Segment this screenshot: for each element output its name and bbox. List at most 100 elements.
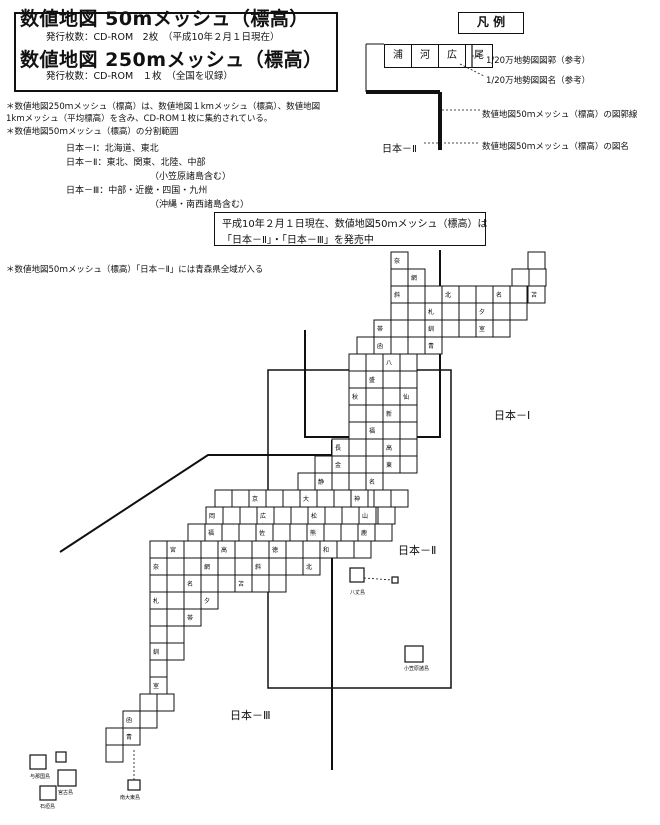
map-sheet <box>527 285 546 304</box>
map-sheet <box>365 353 384 372</box>
availability-line1: 平成10年２月１日現在、数値地図50ｍメッシュ（標高）は <box>222 219 488 230</box>
map-sheet <box>302 540 321 559</box>
legend-cell: 浦 <box>384 44 412 68</box>
island-label-miyako: 宮古島 <box>58 789 73 796</box>
map-sheet <box>348 370 367 389</box>
map-sheet <box>217 574 236 593</box>
title-50m: 数値地図 50mメッシュ（標高） <box>20 8 309 30</box>
map-sheet <box>365 438 384 457</box>
division-2-area: ：東北、関東、北陸、中部 <box>97 158 206 168</box>
sheet-name-label: 佐 <box>259 529 265 537</box>
availability-line2: 「日本－Ⅱ」・「日本－Ⅲ」を発売中 <box>222 235 374 246</box>
legend-cell: 尾 <box>465 44 493 68</box>
map-sheet <box>316 489 335 508</box>
map-sheet <box>365 455 384 474</box>
division-2: 日本－Ⅱ：東北、関東、北陸、中部 <box>66 155 205 168</box>
sheet-name-label: 釧 <box>153 648 159 656</box>
map-sheet <box>200 574 219 593</box>
island-label-ishigaki: 石垣島 <box>40 803 55 810</box>
sheet-grid <box>105 251 547 763</box>
division-3-name: 日本－Ⅲ <box>66 186 100 196</box>
map-sheet <box>511 268 530 287</box>
map-sheet <box>282 489 301 508</box>
map-sheet <box>105 727 124 746</box>
map-sheet <box>382 387 401 406</box>
map-sheet <box>390 319 409 338</box>
region-label-japan-3: 日本－Ⅲ <box>230 709 271 722</box>
division-1-area: ：北海道、東北 <box>95 144 159 154</box>
map-sheet <box>441 302 460 321</box>
subtitle-50m: 発行枚数：CD-ROM 2枚 （平成10年２月１日現在） <box>46 32 280 43</box>
sheet-name-label: 網 <box>411 274 417 282</box>
sheet-name-label: 京 <box>252 495 258 503</box>
map-sheet <box>348 455 367 474</box>
map-sheet <box>314 455 333 474</box>
map-sheet <box>251 540 270 559</box>
map-sheet <box>382 421 401 440</box>
sheet-name-label: 東 <box>386 461 392 469</box>
sheet-name-label: 仙 <box>403 393 409 401</box>
map-sheet <box>399 404 418 423</box>
map-sheet <box>356 336 375 355</box>
map-sheet <box>492 302 511 321</box>
sheet-name-label: 室 <box>479 325 485 333</box>
map-sheet <box>234 540 253 559</box>
sheet-name-label: 札 <box>153 597 159 605</box>
map-sheet <box>365 404 384 423</box>
sheet-name-label: 山 <box>362 512 368 520</box>
map-sheet <box>353 540 372 559</box>
map-sheet <box>139 693 158 712</box>
map-sheet <box>492 319 511 338</box>
map-sheet <box>323 523 342 542</box>
division-3-sub: （沖縄・南西諸島含む） <box>150 200 250 210</box>
sheet-name-label: 大 <box>303 495 309 503</box>
sheet-name-label: 名 <box>369 478 375 486</box>
map-sheet <box>238 523 257 542</box>
sheet-name-label: 和 <box>323 546 329 554</box>
map-sheet <box>333 489 352 508</box>
map-sheet <box>234 557 253 576</box>
island-label-yonaguni: 与那国島 <box>30 773 50 780</box>
map-sheet <box>341 506 360 525</box>
sheet-name-label: 名 <box>187 580 193 588</box>
map-sheet <box>374 523 393 542</box>
map-sheet <box>166 591 185 610</box>
sheet-name-label: 苫 <box>531 291 537 299</box>
map-sheet <box>377 506 396 525</box>
map-sheet <box>509 302 528 321</box>
map-sheet <box>166 608 185 627</box>
map-sheet <box>302 557 321 576</box>
map-sheet <box>475 285 494 304</box>
map-sheet <box>214 489 233 508</box>
map-sheet <box>183 557 202 576</box>
sheet-labels: 奈網斜北名苫札夕帯釧室函青八盛秋仙新福長高金東静名京大神岡広松山福佐熊鹿宮高徳和… <box>126 257 537 741</box>
division-title: ＊数値地図50ｍメッシュ（標高）の分割範囲 <box>6 127 179 137</box>
division-1: 日本－Ⅰ：北海道、東北 <box>66 141 159 154</box>
sheet-name-label: 秋 <box>352 393 358 401</box>
map-sheet <box>285 540 304 559</box>
sheet-name-label: 網 <box>204 563 210 571</box>
map-sheet <box>527 251 546 270</box>
map-sheet <box>424 285 443 304</box>
map-sheet <box>149 608 168 627</box>
map-sheet <box>290 506 309 525</box>
region-label-japan-1: 日本－Ⅰ <box>494 409 531 422</box>
map-sheet <box>441 319 460 338</box>
map-sheet <box>331 472 350 491</box>
sheet-name-label: 札 <box>428 308 434 316</box>
map-sheet <box>458 285 477 304</box>
map-sheet <box>324 506 343 525</box>
map-sheet <box>221 523 240 542</box>
sheet-name-label: 函 <box>377 342 383 350</box>
note-250m-line1: ＊数値地図250ｍメッシュ（標高）は、数値地図１kmメッシュ（標高）、数値地図 <box>6 102 321 112</box>
offshore-islands <box>29 567 424 801</box>
map-sheet <box>348 353 367 372</box>
legend-sample-name: 日本－Ⅱ <box>382 144 417 155</box>
sheet-name-label: 名 <box>496 291 502 299</box>
division-1-name: 日本－Ⅰ <box>66 144 96 154</box>
division-2-sub: （小笠原諸島含む） <box>150 172 232 182</box>
sheet-name-label: 斜 <box>255 563 261 571</box>
map-sheet <box>365 387 384 406</box>
map-sheet <box>200 540 219 559</box>
map-sheet <box>373 489 392 508</box>
